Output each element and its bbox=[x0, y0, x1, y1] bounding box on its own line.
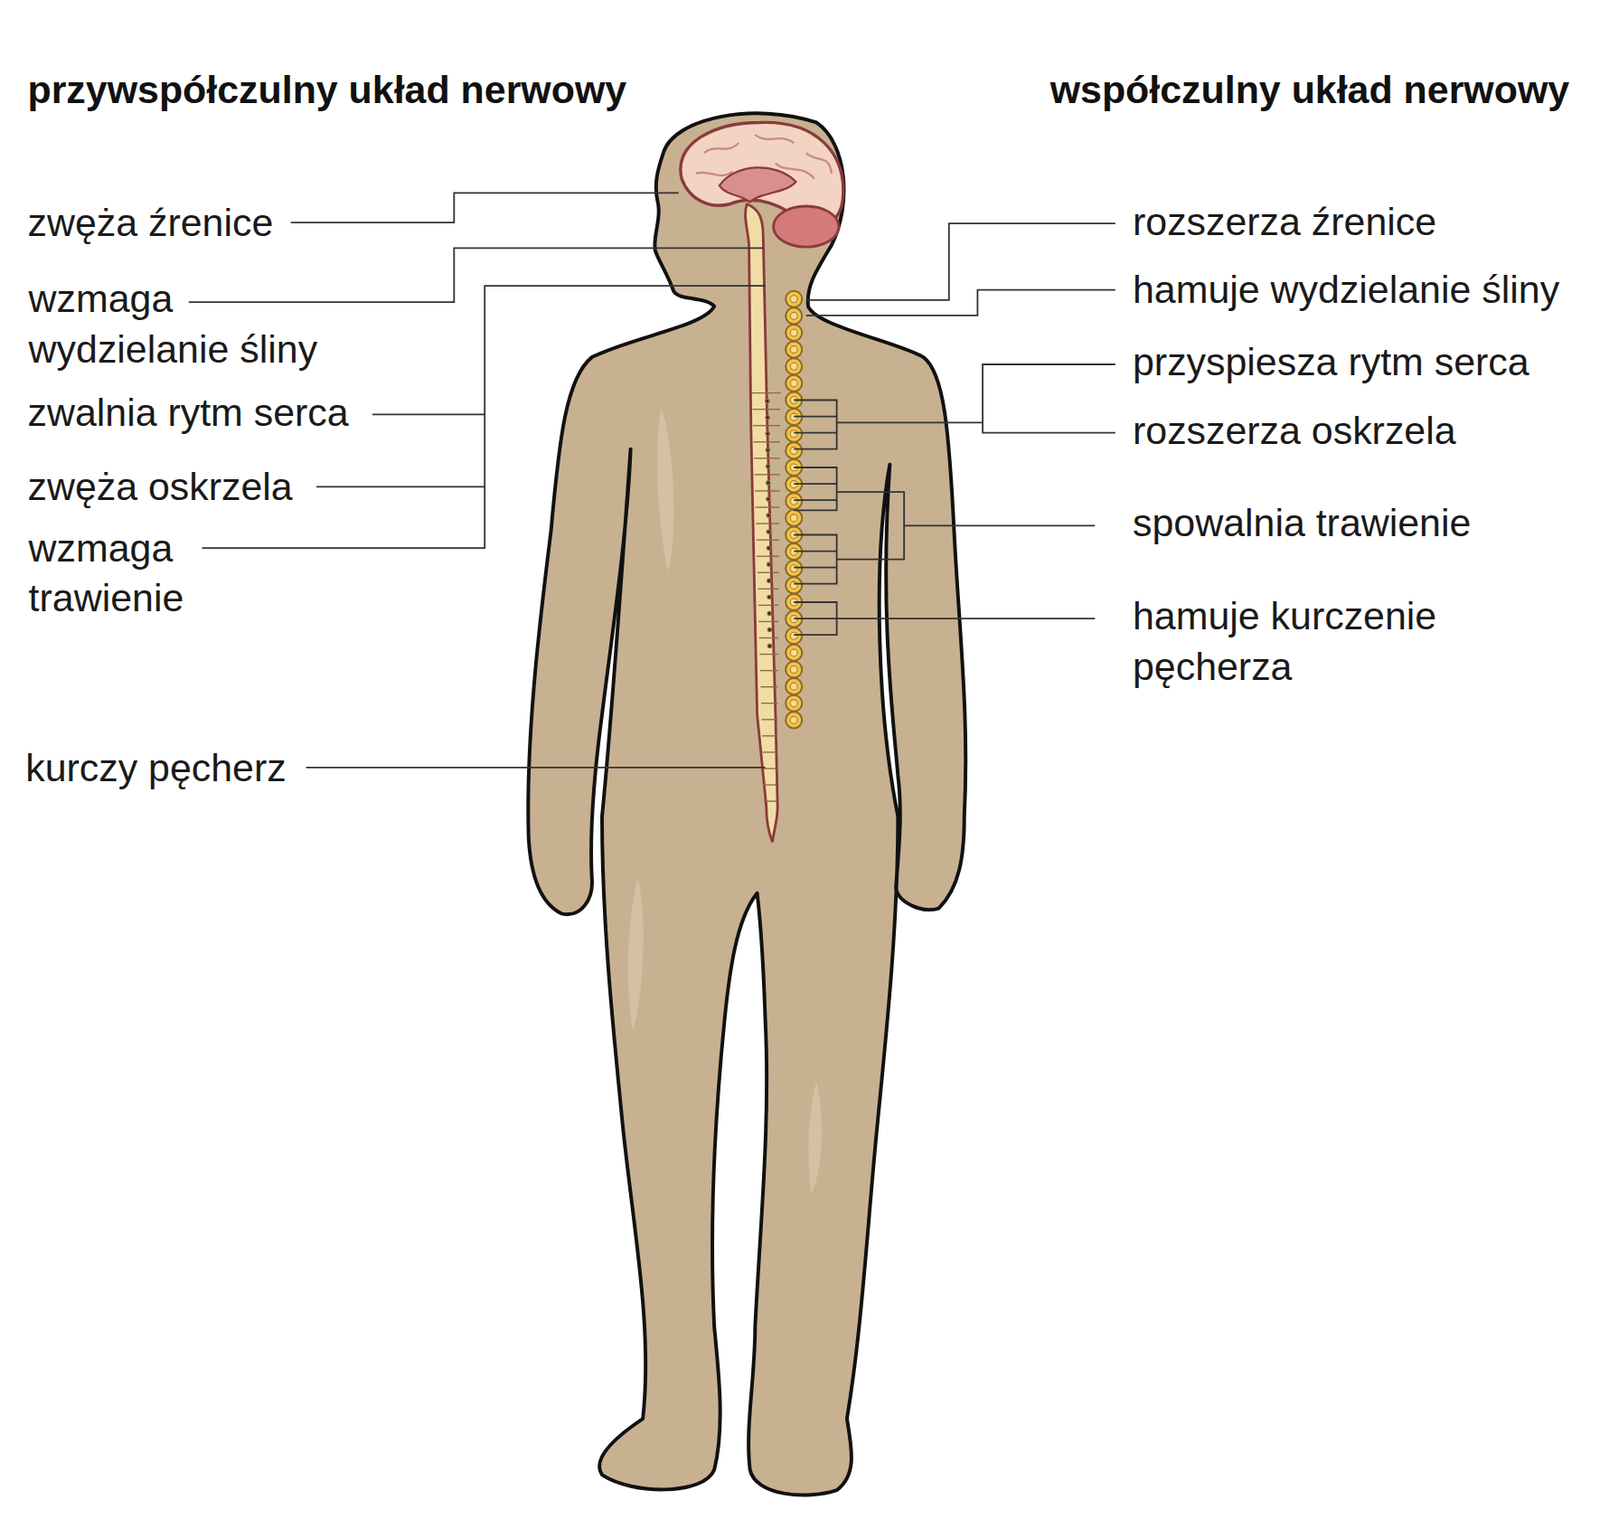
nerve-root bbox=[767, 627, 772, 631]
ganglion-core bbox=[790, 379, 798, 387]
cord-segment bbox=[762, 734, 778, 736]
cord-segment bbox=[762, 783, 777, 785]
body-silhouette bbox=[527, 112, 966, 1495]
ganglion bbox=[785, 357, 802, 375]
nerve-root bbox=[767, 594, 772, 599]
ganglion-core bbox=[790, 329, 798, 337]
nerve-root bbox=[767, 562, 772, 566]
inner-brain bbox=[719, 167, 797, 202]
cord-segment bbox=[758, 604, 780, 606]
effect-label: zwęża źrenice bbox=[27, 197, 273, 247]
ganglion bbox=[785, 492, 802, 509]
ganglion bbox=[785, 660, 802, 678]
effect-label: rozszerza oskrzela bbox=[1132, 405, 1457, 456]
cord-segment bbox=[760, 669, 779, 671]
effect-label: przyspiesza rytm serca bbox=[1132, 337, 1530, 387]
ganglion bbox=[785, 442, 802, 459]
nerve-root bbox=[765, 448, 770, 452]
cord-segment bbox=[761, 702, 778, 704]
ganglion-core bbox=[790, 430, 798, 438]
leader-lines bbox=[188, 192, 1116, 768]
cord-segment bbox=[755, 522, 780, 524]
cord-segment bbox=[752, 408, 782, 410]
nerve-root bbox=[765, 415, 770, 420]
cord-segment bbox=[754, 473, 781, 475]
ganglion-core bbox=[790, 446, 798, 454]
nerve-root bbox=[767, 611, 772, 615]
ganglion-core bbox=[790, 514, 798, 522]
nerve-root bbox=[767, 644, 772, 649]
nerve-root bbox=[766, 513, 771, 518]
cord-segment bbox=[759, 653, 778, 655]
ganglion-core bbox=[790, 699, 798, 707]
cord-segment bbox=[762, 751, 777, 753]
effect-label: zwęża oskrzela bbox=[27, 461, 292, 512]
cord-segment bbox=[756, 538, 780, 540]
effect-label: spowalnia trawienie bbox=[1132, 497, 1471, 547]
ganglion-core bbox=[790, 649, 798, 657]
cord-segment bbox=[752, 424, 781, 426]
nerve-root bbox=[767, 578, 772, 583]
ganglion-core bbox=[790, 346, 798, 354]
cerebellum bbox=[773, 206, 839, 247]
ganglion bbox=[785, 576, 802, 593]
body-highlight bbox=[628, 408, 823, 1195]
ganglion-core bbox=[790, 295, 798, 303]
cord-segments bbox=[752, 393, 782, 802]
ganglion bbox=[785, 644, 802, 661]
ganglion bbox=[785, 711, 802, 728]
ganglion-core bbox=[790, 666, 798, 674]
cord-segment bbox=[758, 621, 779, 622]
ganglion bbox=[785, 375, 802, 392]
cord-segment bbox=[757, 588, 779, 590]
nerve-root bbox=[766, 497, 771, 501]
ganglion-core bbox=[790, 311, 798, 320]
nerve-root bbox=[766, 545, 771, 550]
cord-segment bbox=[753, 457, 781, 459]
ganglion-core bbox=[790, 362, 798, 370]
nerve-root bbox=[765, 432, 770, 436]
cord-segment bbox=[757, 572, 780, 574]
effect-label: rozszerza źrenice bbox=[1132, 196, 1437, 246]
ganglion-core bbox=[790, 631, 798, 640]
effect-label: kurczy pęcherz bbox=[25, 742, 286, 792]
cord-segment bbox=[761, 718, 778, 720]
ganglion-core bbox=[790, 715, 798, 724]
effect-label: wzmaga trawienie bbox=[28, 523, 234, 624]
effect-label: hamuje wydzielanie śliny bbox=[1132, 264, 1560, 315]
cord-segment bbox=[755, 506, 781, 508]
cord-segment bbox=[759, 637, 779, 639]
ganglion bbox=[785, 677, 802, 695]
cord-segment bbox=[752, 392, 782, 394]
ganglion bbox=[785, 627, 802, 644]
ganglion bbox=[785, 509, 802, 527]
effect-label: hamuje kurczenie pęcherza bbox=[1132, 591, 1470, 692]
cord-segment bbox=[756, 555, 780, 557]
system-heading: przywspółczulny układ nerwowy bbox=[27, 65, 627, 115]
cord-segment bbox=[760, 686, 778, 688]
ganglion bbox=[785, 341, 802, 358]
cord-segment bbox=[754, 489, 780, 491]
ganglion bbox=[785, 324, 802, 341]
ganglion bbox=[785, 560, 802, 577]
cord-segment bbox=[763, 800, 777, 801]
effect-label: zwalnia rytm serca bbox=[27, 386, 349, 437]
ganglion-core bbox=[790, 497, 798, 505]
ganglion-core bbox=[790, 581, 798, 589]
ganglion-core bbox=[790, 682, 798, 690]
ganglion bbox=[785, 695, 802, 712]
system-heading: współczulny układ nerwowy bbox=[1050, 65, 1570, 115]
ganglion bbox=[785, 291, 802, 308]
nerve-root bbox=[766, 480, 771, 485]
ganglion bbox=[785, 307, 802, 324]
cord-segment bbox=[753, 441, 781, 443]
nerve-root bbox=[766, 464, 771, 469]
effect-label: wzmaga wydzielanie śliny bbox=[28, 273, 351, 375]
ganglion bbox=[785, 425, 802, 443]
ganglion-core bbox=[790, 564, 798, 573]
nerve-root bbox=[766, 529, 771, 534]
nerve-root bbox=[765, 399, 770, 404]
